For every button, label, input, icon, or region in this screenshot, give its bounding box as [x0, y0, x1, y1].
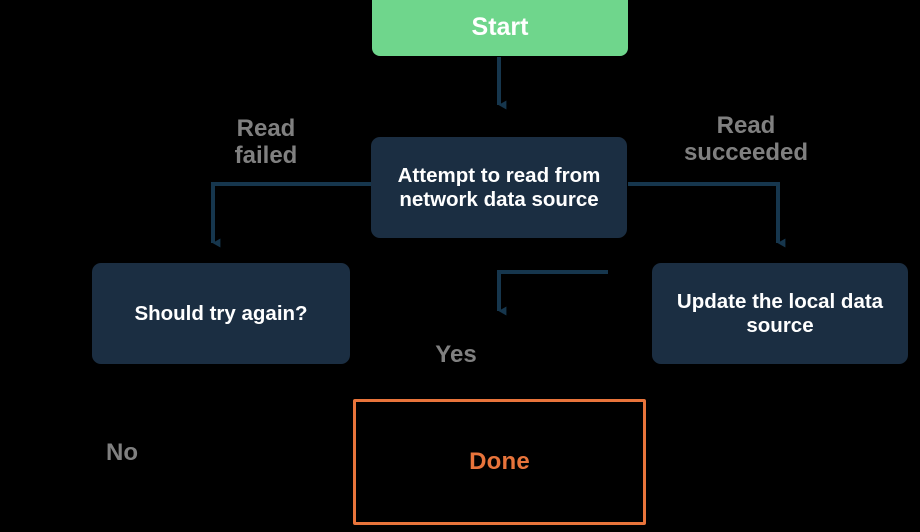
edge-attempt-to-update [628, 182, 786, 248]
node-start[interactable]: Start [372, 0, 628, 56]
edge-retry-yes-to-attempt [497, 270, 608, 316]
node-attempt-to-read[interactable]: Attempt to read from network data source [371, 137, 627, 238]
edge-attempt-to-retry [211, 182, 371, 248]
node-should-try-again[interactable]: Should try again? [92, 263, 350, 364]
edge-label-no: No [106, 439, 138, 466]
edge-label-yes: Yes [435, 341, 477, 368]
edge-label-read-failed: Read failed [234, 115, 298, 169]
node-update-local-data-source[interactable]: Update the local data source [652, 263, 908, 364]
edge-label-read-succeeded: Read succeeded [683, 112, 809, 166]
node-done[interactable]: Done [353, 399, 646, 525]
